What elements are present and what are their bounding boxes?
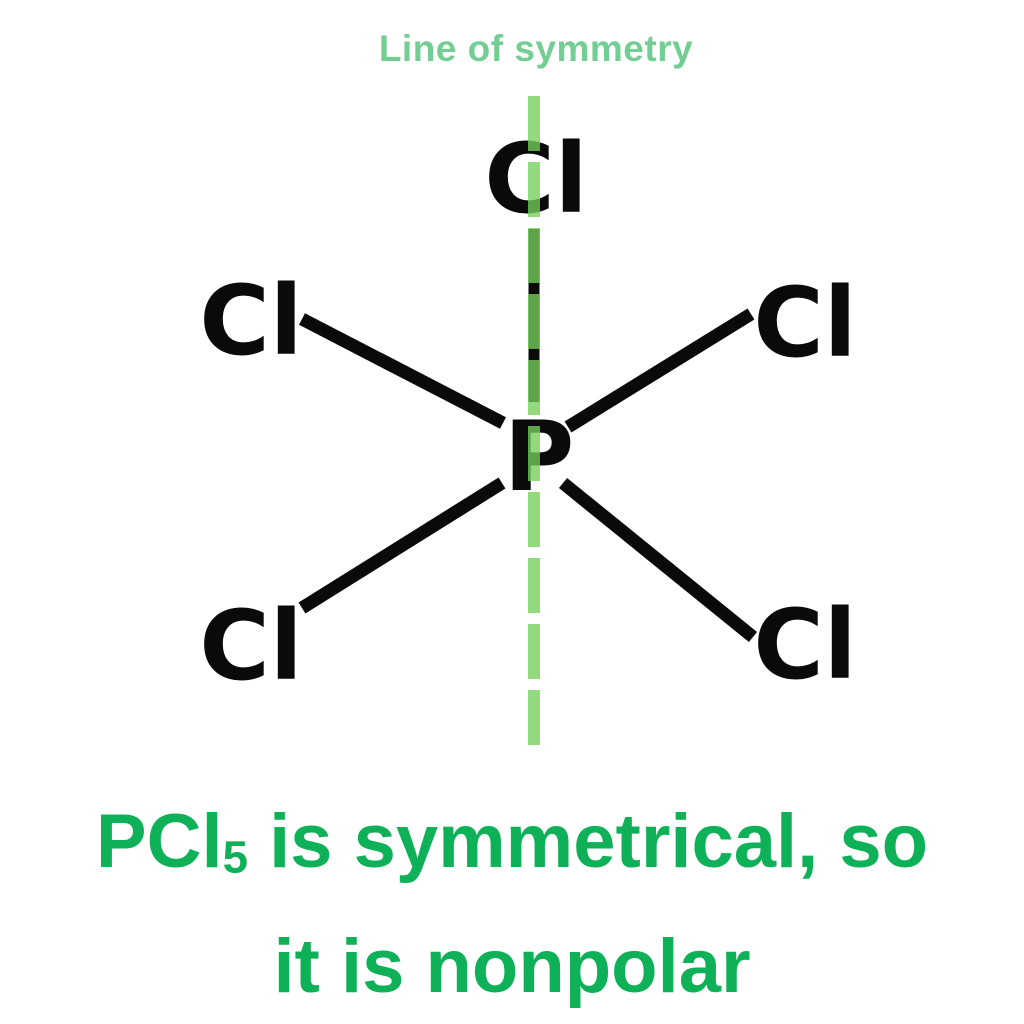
caption-formula-subscript: 5	[222, 831, 248, 883]
line-of-symmetry-label: Line of symmetry	[378, 28, 694, 69]
caption: PCl5 is symmetrical, so it is nonpolar	[0, 787, 1024, 1022]
atom-cl-lower-left: Cl	[199, 590, 302, 702]
caption-line-1: PCl5 is symmetrical, so	[0, 787, 1024, 912]
bond-lower-right	[558, 477, 758, 643]
atom-cl-upper-right: Cl	[753, 267, 856, 379]
atom-cl-lower-right: Cl	[753, 589, 856, 701]
bond-upper-right	[564, 308, 755, 433]
bond-upper-left	[299, 313, 506, 429]
caption-line-1-rest: is symmetrical, so	[247, 799, 929, 884]
caption-formula: PCl	[95, 799, 223, 884]
bond-lower-left	[298, 477, 506, 614]
caption-line-2: it is nonpolar	[273, 924, 751, 1010]
atom-cl-upper-left: Cl	[199, 265, 302, 377]
